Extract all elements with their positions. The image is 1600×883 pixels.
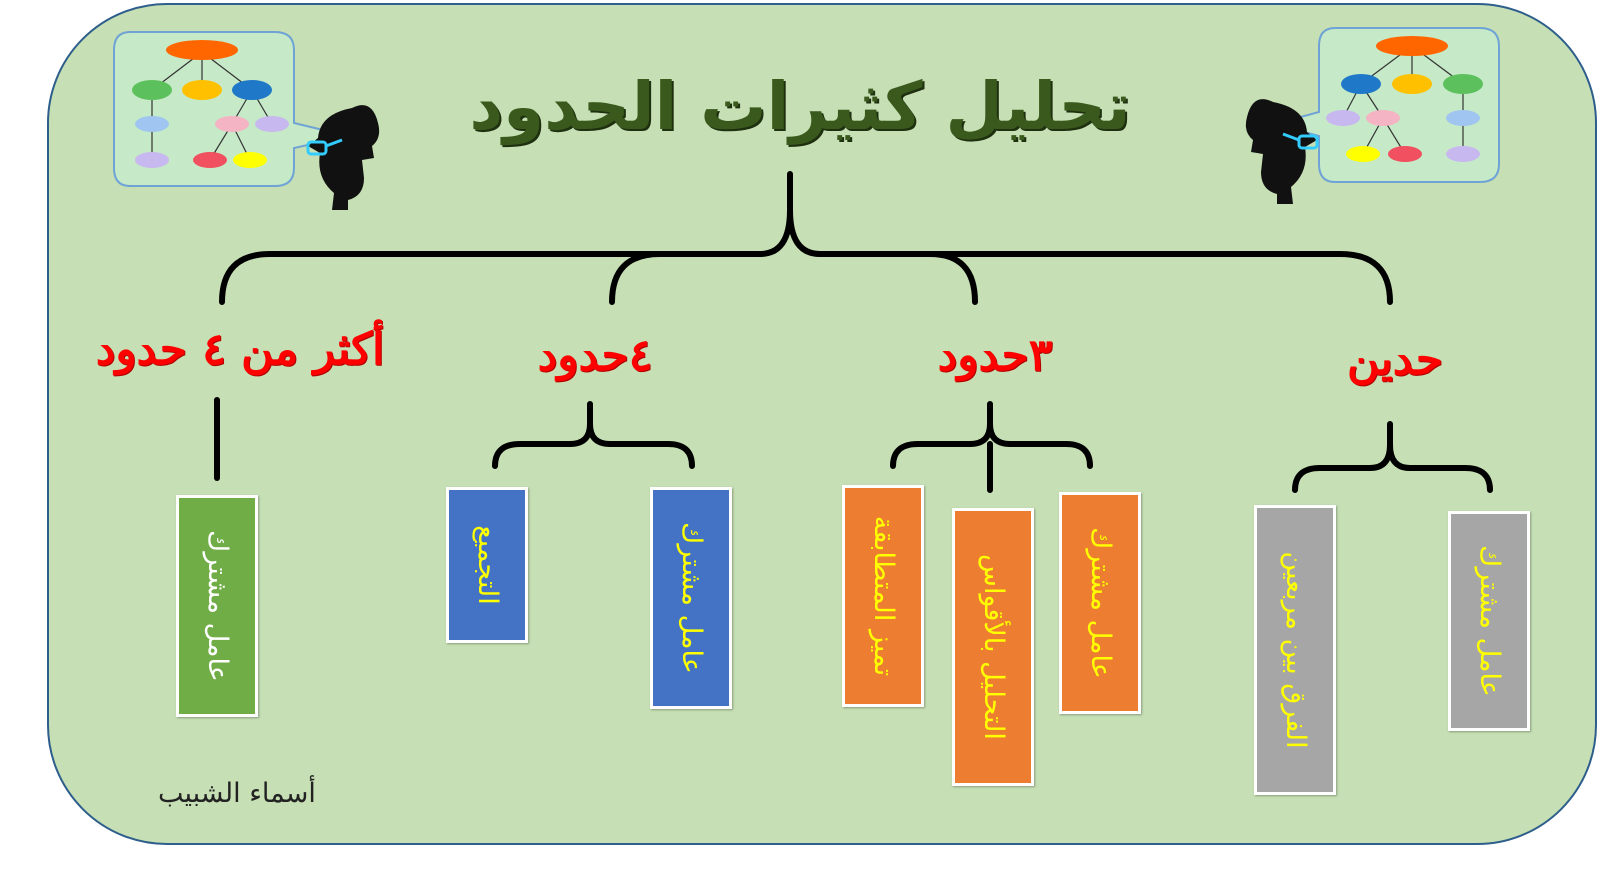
method-label: تميز المتطابقة (868, 515, 899, 677)
method-box: الفرق بين مربعين (1254, 505, 1336, 795)
method-box: التحليل بالأقواس (952, 508, 1034, 786)
branch-heading-four-terms: ٤حدود (537, 330, 653, 381)
method-box: عامل مشترك (176, 495, 258, 717)
mind-map-thinking-head-icon (113, 31, 380, 210)
method-box: التجميع (446, 487, 528, 643)
branch-heading-three-terms: ٣حدود (937, 330, 1053, 381)
brace-three-term (890, 401, 1093, 493)
method-label: عامل مشترك (1474, 545, 1505, 697)
method-label: عامل مشترك (676, 522, 707, 674)
page-title: تحليل كثيرات الحدود (469, 68, 1131, 145)
main-brace-mid-left (609, 251, 663, 305)
author-signature: أسماء الشبيب (158, 778, 316, 809)
method-label: عامل مشترك (202, 530, 233, 682)
method-box: تميز المتطابقة (842, 485, 924, 707)
method-box: عامل مشترك (1059, 492, 1141, 714)
method-label: الفرق بين مربعين (1280, 551, 1311, 749)
mind-map-thinking-head-icon (1245, 27, 1500, 204)
method-label: عامل مشترك (1085, 527, 1116, 679)
method-box: عامل مشترك (1448, 511, 1530, 731)
method-box: عامل مشترك (650, 487, 732, 709)
method-label: التجميع (472, 525, 503, 605)
main-brace (219, 171, 1393, 305)
method-label: التحليل بالأقواس (978, 554, 1009, 740)
brace-four-term (492, 401, 695, 469)
brace-two-term (1292, 421, 1493, 493)
branch-heading-more-than-four: أكثر من ٤ حدود (95, 324, 385, 375)
main-brace-mid-right (927, 251, 978, 305)
branch-heading-two-terms: حدين (1346, 334, 1444, 385)
